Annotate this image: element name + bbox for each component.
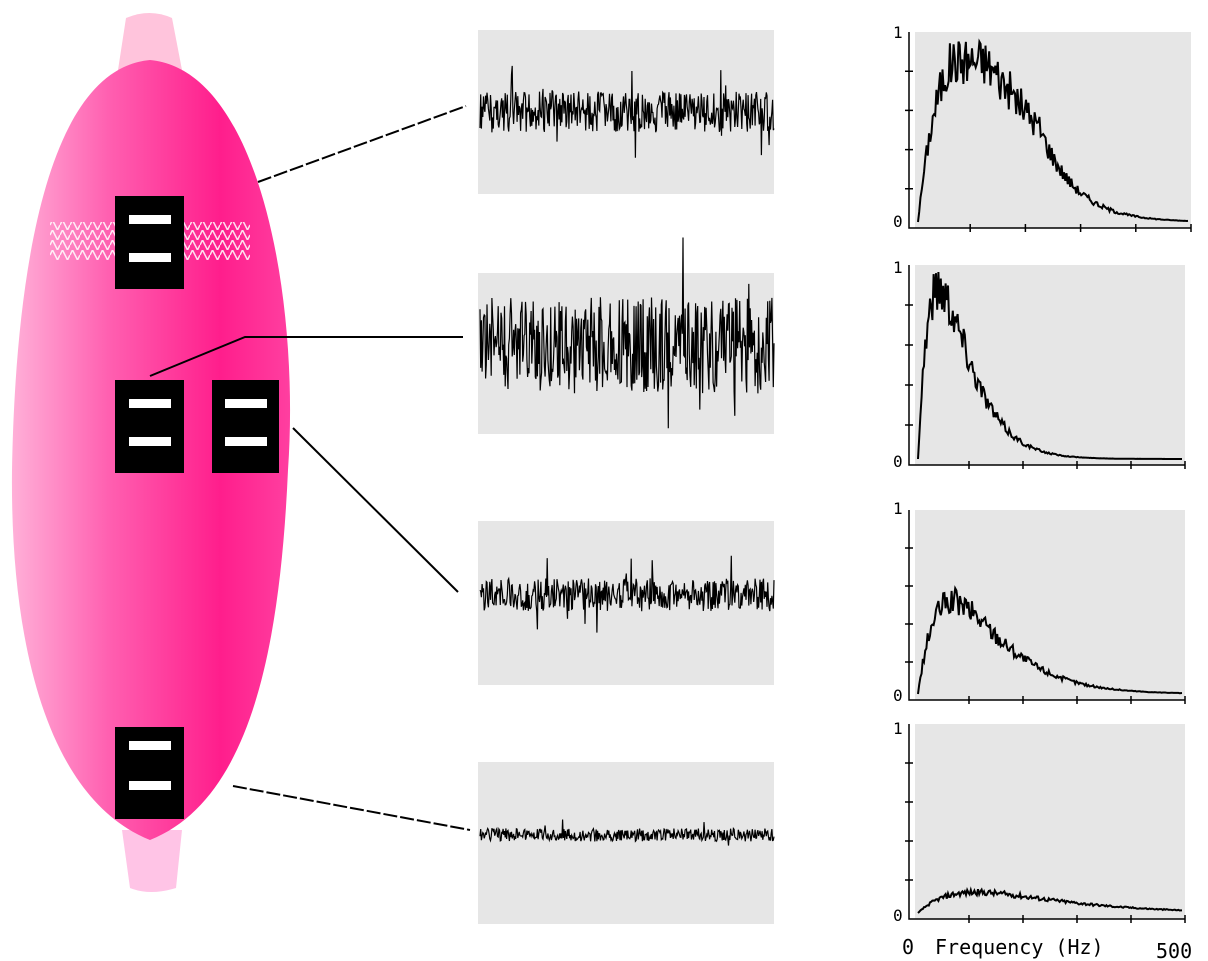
spectrum-axes-4 [905,724,1186,923]
connector-line-1 [257,105,467,183]
emg-signal-trace-2 [479,237,775,429]
power-spectrum-curve-2 [917,271,1182,461]
electrode-2 [115,380,184,473]
emg-signal-trace-1 [479,65,775,158]
power-spectrum-curve-4 [917,886,1182,914]
y-tick-top-1: 1 [893,23,903,42]
connector-lines [149,105,471,831]
spectrum-panels [905,32,1192,923]
muscle-tendon-bottom [122,830,182,892]
spectrum-axes-2 [905,265,1186,469]
muscle-tendon-top [118,13,182,70]
x-axis-max-label: 500 [1156,939,1192,961]
connector-line-3 [292,427,459,593]
x-axis-title: Frequency (Hz) [935,935,1104,959]
x-axis-min-label: 0 [902,935,914,959]
y-tick-top-3: 1 [893,499,903,518]
electrode-3 [212,380,279,473]
electrode-1 [115,196,184,289]
electrodes [115,196,279,819]
spectrum-panel-1 [915,32,1191,228]
spectrum-axes-1 [905,32,1192,232]
power-spectrum-curve-3 [917,585,1183,695]
spectrum-tick-labels: 1 0 1 0 1 0 1 0 [893,23,903,925]
connector-line-2 [149,336,463,377]
y-tick-bottom-4: 0 [893,906,903,925]
y-tick-top-4: 1 [893,719,903,738]
signal-panel-4 [478,762,774,924]
spectrum-axes-3 [905,510,1186,704]
y-tick-top-2: 1 [893,258,903,277]
spectrum-panel-2 [915,265,1185,465]
power-spectrum-curve-1 [917,38,1189,223]
electrode-4 [115,727,184,819]
signal-panels [478,30,775,924]
connector-line-4 [232,785,471,831]
emg-signal-trace-4 [479,819,775,846]
y-tick-bottom-1: 0 [893,212,903,231]
y-tick-bottom-3: 0 [893,686,903,705]
emg-signal-trace-3 [479,555,775,633]
spectrum-panel-4 [915,724,1185,919]
y-tick-bottom-2: 0 [893,452,903,471]
